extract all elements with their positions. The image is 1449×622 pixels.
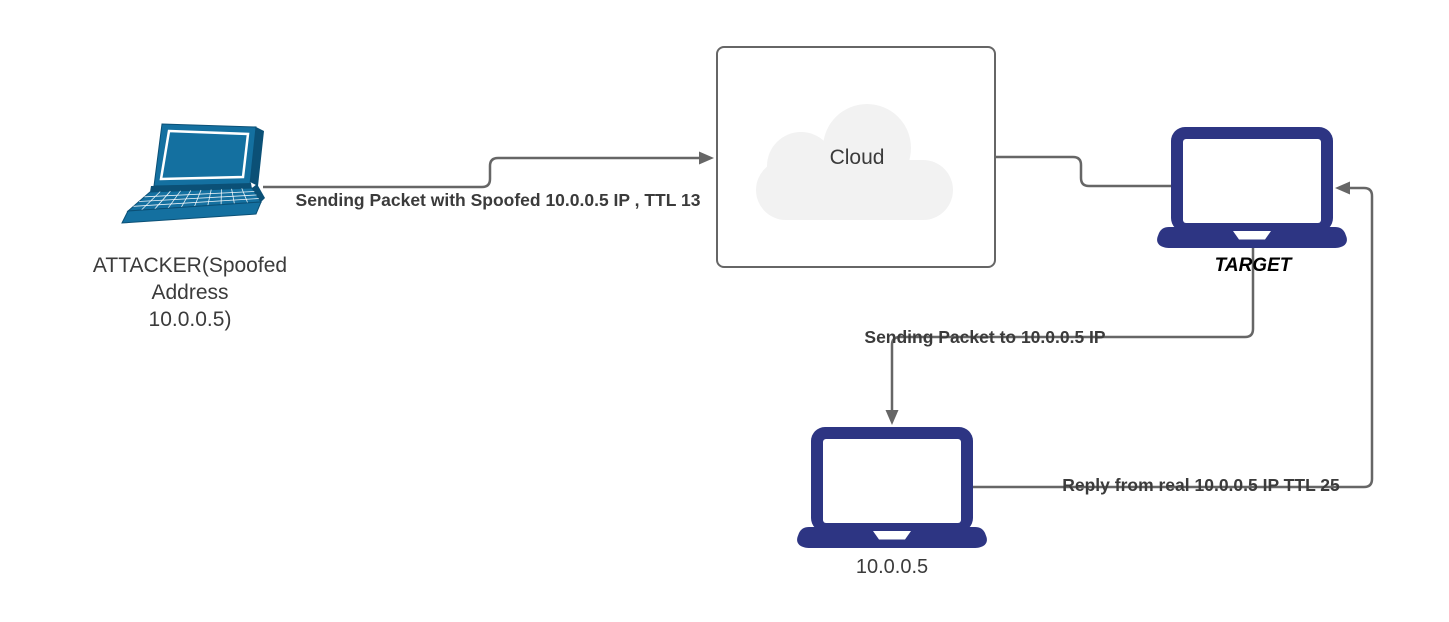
cloud-icon (756, 104, 953, 220)
line-cloud-to-target (995, 155, 1172, 188)
arrow-target-to-real-host (885, 248, 1255, 425)
attacker-label: ATTACKER(Spoofed Address 10.0.0.5) (93, 252, 287, 333)
real-host-label: 10.0.0.5 (855, 556, 929, 578)
edge-label-real-host-to-target: Reply from real 10.0.0.5 IP TTL 25 (1062, 475, 1340, 495)
attacker-laptop-icon (98, 122, 266, 230)
attacker-label-line-2: Address (151, 281, 229, 304)
cloud-box: Cloud (716, 46, 996, 268)
attacker-label-line-1: ATTACKER(Spoofed (92, 254, 288, 277)
arrow-attacker-to-cloud (263, 151, 714, 189)
target-label: TARGET (1214, 255, 1292, 276)
cloud-label: Cloud (829, 146, 885, 169)
real-host-laptop-icon (797, 427, 987, 549)
edge-label-target-to-real-host: Sending Packet to 10.0.0.5 IP (864, 327, 1106, 347)
edge-label-attacker-to-cloud: Sending Packet with Spoofed 10.0.0.5 IP … (295, 190, 701, 210)
attacker-label-line-3: 10.0.0.5) (148, 308, 232, 331)
arrow-real-host-to-target (973, 181, 1374, 489)
target-laptop-icon (1157, 127, 1347, 249)
